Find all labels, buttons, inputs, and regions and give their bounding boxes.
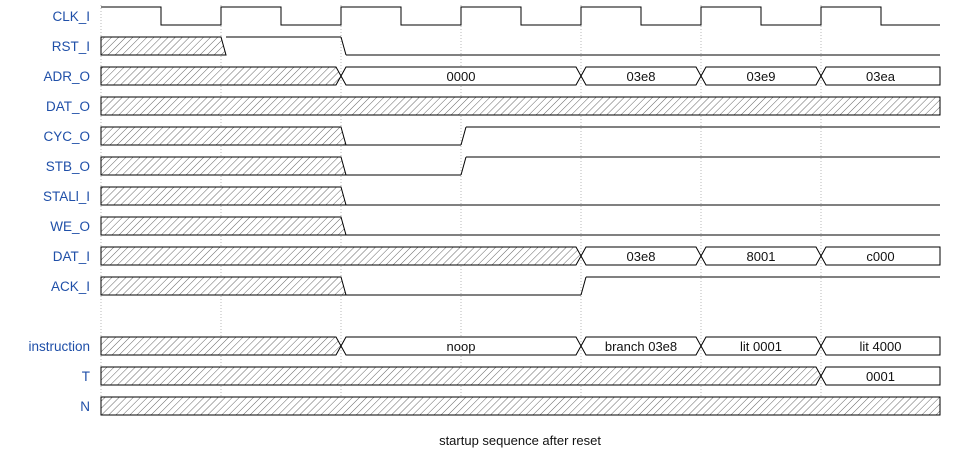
bus-value-cell [820, 336, 941, 356]
waveform-adr-o: 0000 03e8 03e9 03ea [100, 66, 941, 86]
signal-label-clk-i: CLK_I [52, 9, 90, 24]
waveform-stb-o [100, 156, 940, 176]
undefined-region [100, 246, 582, 266]
signal-transition [460, 126, 467, 146]
signal-transition [460, 156, 467, 176]
signal-label-stb-o: STB_O [46, 159, 90, 174]
undefined-region [100, 36, 227, 56]
clock-wave [101, 6, 940, 26]
undefined-region [100, 186, 347, 206]
waveform-cyc-o [100, 126, 940, 146]
waveform-instruction: noop branch 03e8 lit 0001 lit 4000 [100, 336, 941, 356]
bus-value-branch-03e8: branch 03e8 [605, 339, 677, 354]
cycle-gridlines [100, 5, 822, 414]
waveform-t: 0001 [100, 366, 941, 386]
bus-value-03e8: 03e8 [627, 249, 656, 264]
signal-label-dat-o: DAT_O [46, 99, 90, 114]
undefined-region [100, 96, 941, 116]
signal-label-adr-o: ADR_O [43, 69, 90, 84]
signal-label-rst-i: RST_I [52, 39, 90, 54]
signal-label-t: T [82, 369, 90, 384]
signal-transition [580, 276, 587, 296]
bus-value-03e8: 03e8 [627, 69, 656, 84]
waveform-rst-i [100, 36, 940, 56]
signal-labels: CLK_I RST_I ADR_O DAT_O CYC_O STB_O STALl_I WE_… [28, 9, 90, 414]
undefined-region [100, 396, 941, 416]
waveform-n [100, 396, 941, 416]
signal-label-cyc-o: CYC_O [43, 129, 90, 144]
signal-label-stall-i: STALl_I [43, 189, 90, 204]
bus-value-0001: 0001 [866, 369, 895, 384]
bus-value-noop: noop [447, 339, 476, 354]
bus-value-03ea: 03ea [866, 69, 896, 84]
undefined-region [100, 336, 342, 356]
undefined-region [100, 66, 342, 86]
waveform-dat-i: 03e8 8001 c000 [100, 246, 941, 266]
signal-label-ack-i: ACK_I [51, 279, 90, 294]
bus-value-03e9: 03e9 [747, 69, 776, 84]
bus-value-c000: c000 [866, 249, 894, 264]
bus-value-cell [820, 246, 941, 266]
undefined-region [100, 276, 347, 296]
bus-value-lit-4000: lit 4000 [860, 339, 902, 354]
bus-value-lit-0001: lit 0001 [740, 339, 782, 354]
waveform-we-o [100, 216, 940, 236]
bus-value-0000: 0000 [447, 69, 476, 84]
signal-label-n: N [80, 399, 90, 414]
waveforms: 0000 03e8 03e9 03ea 03e8 8001 c000 noop branch 0… [100, 6, 941, 416]
waveform-stall-i [100, 186, 940, 206]
undefined-region [100, 366, 822, 386]
waveform-clk-i [101, 6, 940, 26]
waveform-dat-o [100, 96, 941, 116]
signal-label-we-o: WE_O [50, 219, 90, 234]
undefined-region [100, 216, 347, 236]
bus-value-8001: 8001 [747, 249, 776, 264]
undefined-region [100, 156, 347, 176]
signal-label-instruction: instruction [28, 339, 90, 354]
diagram-caption: startup sequence after reset [439, 433, 601, 448]
bus-value-cell [820, 66, 941, 86]
waveform-ack-i [100, 276, 940, 296]
undefined-region [100, 126, 347, 146]
bus-value-cell [820, 366, 941, 386]
signal-label-dat-i: DAT_I [53, 249, 90, 264]
signal-transition [340, 36, 347, 56]
